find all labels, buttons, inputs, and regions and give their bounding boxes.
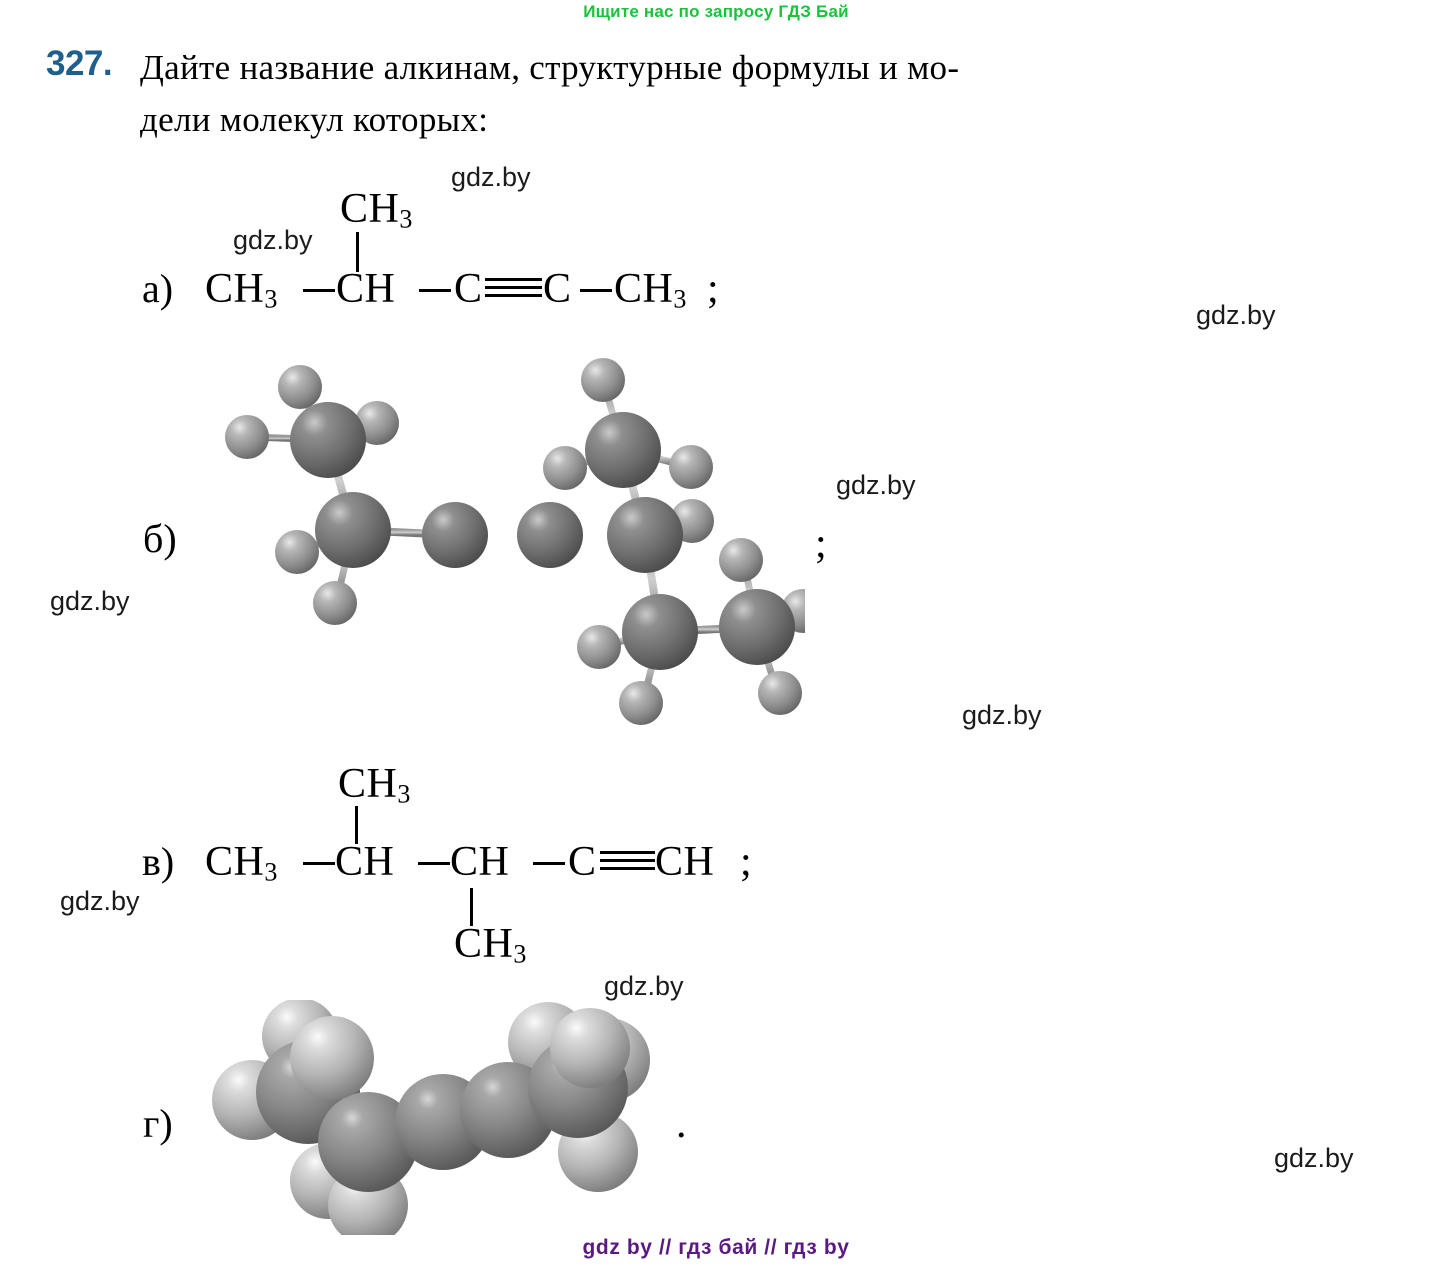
watermark: gdz.by	[1196, 300, 1276, 330]
formula-a-atom-1: CH3	[205, 265, 277, 315]
footer-branding: gdz by // гдз бай // гдз by	[582, 1236, 850, 1259]
model-b-terminator: ;	[815, 521, 827, 567]
formula-v-atom-2: CH	[335, 838, 394, 886]
watermark: gdz.by	[233, 225, 313, 255]
formula-a-bond-triple	[485, 278, 542, 297]
ball-and-stick-model-b	[205, 355, 805, 740]
formula-v-bond-vertical-top	[355, 806, 358, 844]
watermark: gdz.by	[836, 470, 916, 500]
formula-v-atom-5: CH	[655, 838, 714, 886]
watermark: gdz.by	[50, 586, 130, 616]
atom-subscript: 3	[399, 204, 413, 234]
watermark: gdz.by	[451, 162, 531, 192]
formula-a-atom-5: CH3	[614, 265, 686, 315]
task-number: 327.	[46, 44, 113, 83]
formula-v-bond-3	[533, 862, 565, 865]
formula-v-atom-1: CH3	[205, 838, 277, 888]
formula-v-branch-bottom-ch3: CH3	[454, 920, 526, 970]
formula-v-bond-triple	[600, 851, 655, 870]
promo-banner: Ищите нас по запросу ГДЗ Бай	[583, 2, 849, 21]
atom-symbol: CH	[340, 186, 400, 232]
formula-v-atom-3: CH	[450, 838, 509, 886]
formula-v-atom-4: C	[568, 838, 597, 886]
atom-subscript: 3	[513, 939, 527, 969]
formula-a-terminator: ;	[707, 266, 719, 312]
item-label-b: б)	[143, 516, 177, 561]
formula-a-bond-vertical	[356, 232, 359, 272]
atom-symbol: CH	[655, 839, 715, 885]
formula-a-atom-3: C	[454, 265, 483, 313]
watermark: gdz.by	[962, 700, 1042, 730]
atom-symbol: CH	[205, 266, 265, 312]
atom-symbol: C	[454, 266, 483, 312]
formula-v-bond-vertical-bottom	[470, 888, 473, 926]
atom-symbol: CH	[338, 761, 398, 807]
atom-symbol: CH	[336, 266, 396, 312]
atom-symbol: C	[543, 266, 572, 312]
atom-symbol: CH	[454, 921, 514, 967]
atom-subscript: 3	[673, 284, 687, 314]
task-statement: Дайте название алкинам, структурные форм…	[140, 42, 1385, 146]
formula-a-bond-1	[303, 289, 335, 292]
formula-v-bond-1	[303, 862, 335, 865]
formula-v-branch-top-ch3: CH3	[338, 760, 410, 810]
formula-a-bond-2	[419, 289, 451, 292]
formula-v-bond-2	[418, 862, 450, 865]
atom-symbol: CH	[335, 839, 395, 885]
atom-subscript: 3	[264, 284, 278, 314]
formula-a-atom-4: C	[543, 265, 572, 313]
formula-a-bond-3	[580, 289, 612, 292]
formula-a-atom-2: CH	[336, 265, 395, 313]
atom-symbol: CH	[205, 839, 265, 885]
space-filling-model-g	[200, 1000, 670, 1235]
atom-symbol: CH	[614, 266, 674, 312]
item-label-a: а)	[142, 266, 174, 311]
formula-a-branch-ch3: CH3	[340, 185, 412, 235]
watermark: gdz.by	[1274, 1143, 1354, 1173]
task-statement-line-2: дели молекул которых:	[140, 100, 489, 139]
task-statement-line-1: Дайте название алкинам, структурные форм…	[140, 48, 960, 87]
formula-v-terminator: ;	[740, 839, 752, 885]
atom-symbol: C	[568, 839, 597, 885]
atom-symbol: CH	[450, 839, 510, 885]
watermark: gdz.by	[60, 886, 140, 916]
item-label-g: г)	[143, 1101, 173, 1146]
item-label-v: в)	[142, 839, 175, 884]
watermark: gdz.by	[604, 971, 684, 1001]
atom-subscript: 3	[397, 779, 411, 809]
atom-subscript: 3	[264, 857, 278, 887]
model-g-terminator: .	[676, 1101, 687, 1147]
